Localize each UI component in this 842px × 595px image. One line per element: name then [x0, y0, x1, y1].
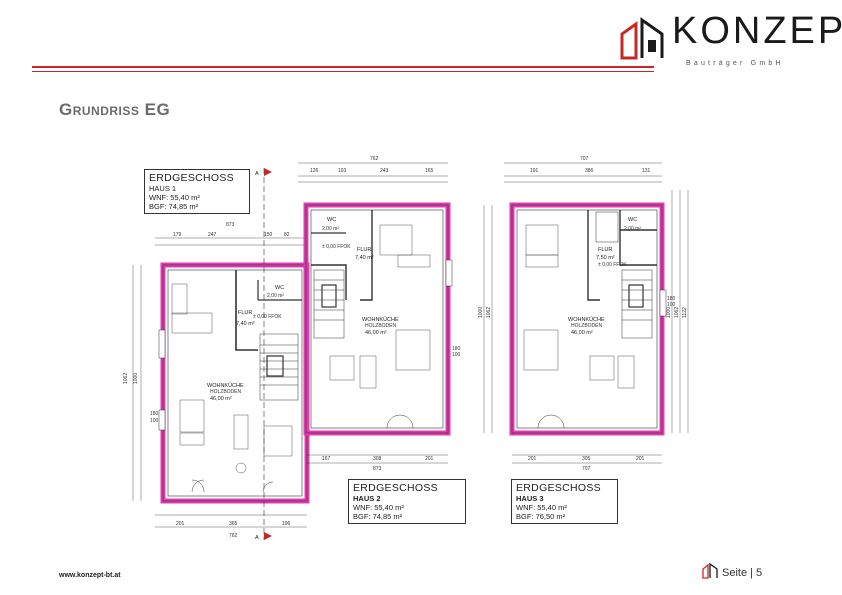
house-1-infobox: ERDGESCHOSS HAUS 1 WNF: 55,40 m² BGF: 74…	[144, 169, 250, 214]
h3-room-kitchen-floor: HOLZBODEN	[571, 323, 603, 329]
h3-dim-top-2: 131	[642, 168, 651, 174]
h1-room-wc-area: 2,00 m²	[267, 293, 284, 299]
h2-dim-top-total: 762	[370, 156, 379, 162]
house-2-heading: ERDGESCHOSS	[353, 482, 438, 494]
footer-url[interactable]: www.konzept-bt.at	[59, 572, 121, 579]
house-1-bgf: BGF: 74,85 m²	[149, 202, 199, 211]
section-mark-top: A	[255, 171, 259, 177]
section-mark-bottom: A	[255, 535, 259, 541]
header-rule-top	[32, 66, 654, 68]
house-2-infobox: ERDGESCHOSS HAUS 2 WNF: 55,40 m² BGF: 74…	[348, 479, 466, 524]
h2-dim-right-0: 1000	[478, 307, 484, 318]
h2-room-wc-name: WC	[327, 217, 336, 223]
h3-dim-top-total: 707	[580, 156, 589, 162]
house-2-name: HAUS 2	[353, 494, 381, 503]
h2-room-kitchen-area: 46,00 m²	[365, 330, 387, 336]
h2-room-kitchen-name: WOHNKÜCHE	[362, 316, 399, 323]
konzept-small-logo-icon	[702, 563, 718, 579]
page-title-text: Grundriss EG	[59, 100, 171, 119]
house-3-wnf: WNF: 55,40 m²	[516, 503, 567, 512]
section-line-a: A A	[255, 168, 272, 541]
house-2-plan: 180 100 WOHNKÜCHE HOLZBODEN 46,00 m² FLU…	[298, 156, 493, 472]
h1-room-kitchen-area: 46,00 m²	[210, 396, 232, 402]
window-100-h1: 100	[150, 418, 159, 424]
h3-dim-bottom-2: 201	[636, 456, 645, 462]
h2-ffok: ± 0,00 FFOK	[322, 244, 351, 250]
h1-dim-top-2: 150	[264, 232, 273, 238]
h1-dim-bottom-total: 762	[229, 533, 238, 539]
h3-dim-bottom-total: 707	[582, 466, 591, 472]
h2-dim-top-2: 243	[380, 168, 389, 174]
brand-tagline: Bauträger GmbH	[686, 60, 784, 67]
h3-room-flur-area: 7,50 m²	[596, 255, 615, 261]
h1-room-flur-area: 7,40 m²	[236, 321, 255, 327]
h2-room-flur-area: 7,40 m²	[355, 255, 374, 261]
brand-name: KONZEPT	[672, 10, 842, 52]
house-2-bgf: BGF: 74,85 m²	[353, 512, 403, 521]
h1-dim-top-1: 247	[208, 232, 217, 238]
window-180-h2: 180	[452, 346, 461, 352]
h1-ffok: ± 0,00 FFOK	[253, 314, 282, 320]
h2-room-kitchen-floor: HOLZBODEN	[365, 323, 397, 329]
house-1-plan: 180 100 WOHNKÜCHE HOLZBODEN 46,00 m² FLU…	[123, 222, 310, 539]
h1-dim-bottom-2: 196	[282, 521, 291, 527]
konzept-logo-icon	[620, 17, 664, 60]
window-180-h1: 180	[150, 411, 159, 417]
h1-dim-left-0: 1062	[123, 373, 129, 384]
h3-dim-right-1: 1062	[674, 307, 680, 318]
h3-dim-right-2: 1122	[682, 307, 688, 318]
h2-room-flur-name: FLUR	[357, 247, 371, 253]
house-1-heading: ERDGESCHOSS	[149, 172, 234, 184]
house-1-wnf: WNF: 55,40 m²	[149, 193, 200, 202]
h1-dim-bottom-1: 365	[229, 521, 238, 527]
h3-dim-top-1: 386	[585, 168, 594, 174]
h3-ffok: ± 0,00 FFOK	[598, 262, 627, 268]
header-rule-bottom	[32, 71, 654, 72]
h2-dim-bottom-2: 201	[425, 456, 434, 462]
h3-room-wc-name: WC	[628, 217, 637, 223]
page-number: Seite | 5	[722, 567, 763, 579]
h3-dim-right-0: 1000	[666, 307, 672, 318]
h3-dim-top-0: 191	[530, 168, 539, 174]
h3-dim-bottom-1: 305	[582, 456, 591, 462]
h1-dim-top-3: 82	[284, 232, 290, 238]
house-3-bgf: BGF: 76,50 m²	[516, 512, 566, 521]
h2-dim-bottom-1: 308	[373, 456, 382, 462]
h3-room-flur-name: FLUR	[598, 247, 612, 253]
h1-room-kitchen-name: WOHNKÜCHE	[207, 382, 244, 389]
h2-dim-bottom-0: 167	[322, 456, 331, 462]
h2-dim-bottom-total: 873	[373, 466, 382, 472]
house-2-wnf: WNF: 55,40 m²	[353, 503, 404, 512]
h2-dim-top-3: 165	[425, 168, 434, 174]
house-3-heading: ERDGESCHOSS	[516, 482, 601, 494]
h3-dim-bottom-0: 201	[528, 456, 537, 462]
h1-dim-top-0: 179	[173, 232, 182, 238]
h1-room-flur-name: FLUR	[238, 310, 252, 316]
h3-room-kitchen-name: WOHNKÜCHE	[568, 316, 605, 323]
h1-room-kitchen-floor: HOLZBODEN	[210, 389, 242, 395]
house-3-name: HAUS 3	[516, 494, 544, 503]
house-3-infobox: ERDGESCHOSS HAUS 3 WNF: 55,40 m² BGF: 76…	[511, 479, 618, 524]
h3-room-wc-area: 2,00 m²	[624, 226, 641, 232]
house-3-plan: 180 100 WOHNKÜCHE HOLZBODEN 46,00 m² FLU…	[504, 156, 689, 472]
h2-dim-right-1: 1062	[486, 307, 492, 318]
h2-dim-top-1: 193	[338, 168, 347, 174]
window-100-h3: 100	[667, 302, 676, 308]
h1-dim-left-1: 1000	[133, 373, 139, 384]
page-title: Grundriss EG	[59, 100, 170, 120]
h1-dim-top-total: 873	[226, 222, 235, 228]
h2-dim-top-0: 126	[310, 168, 319, 174]
h3-room-kitchen-area: 46,00 m²	[571, 330, 593, 336]
window-180-h3: 180	[667, 296, 676, 302]
window-100-h2: 100	[452, 352, 461, 358]
h1-room-wc-name: WC	[275, 285, 284, 291]
h1-dim-bottom-0: 201	[176, 521, 185, 527]
h2-room-wc-area: 2,00 m²	[322, 226, 339, 232]
house-1-name: HAUS 1	[149, 184, 177, 193]
